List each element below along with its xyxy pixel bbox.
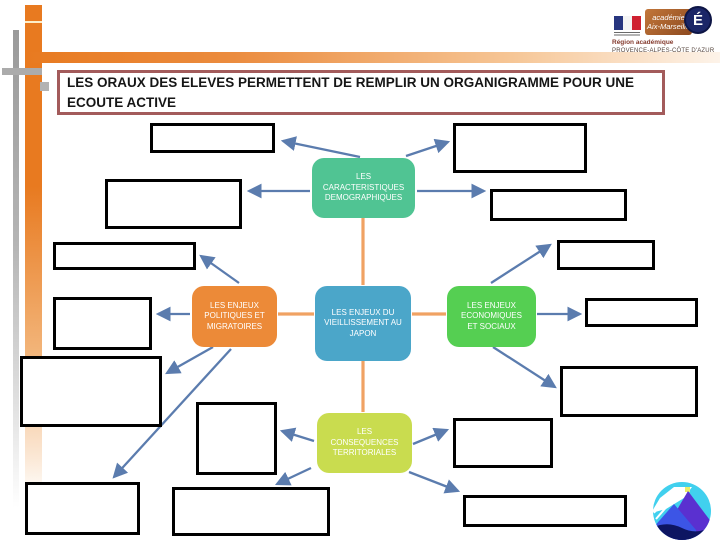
academy-logo: académie Aix-Marseille É Région académiq… — [608, 4, 718, 58]
empty-box-7 — [53, 297, 152, 350]
node-territorial-consequences: LES CONSEQUENCES TERRITORIALES — [317, 413, 412, 473]
region-name: PROVENCE-ALPES-CÔTE D'AZUR — [612, 48, 715, 54]
decorative-gray-horizontal-bar — [2, 68, 42, 75]
empty-box-15 — [463, 495, 627, 527]
empty-box-4 — [490, 189, 627, 221]
empty-box-13 — [25, 482, 140, 535]
empty-box-12 — [453, 418, 553, 468]
slide-title-box: LES ORAUX DES ELEVES PERMETTENT DE REMPL… — [57, 70, 665, 115]
empty-box-6 — [557, 240, 655, 270]
empty-box-10 — [560, 366, 698, 417]
academy-name-line2: Aix-Marseille — [647, 22, 690, 31]
region-label: Région académique — [612, 39, 674, 46]
empty-box-9 — [20, 356, 162, 427]
academy-name-line1: académie — [652, 12, 685, 22]
empty-box-3 — [105, 179, 242, 229]
mount-fuji-logo-icon — [653, 482, 711, 540]
flag-motto-lines — [614, 32, 640, 37]
decorative-bar-gap — [25, 21, 42, 23]
slide-title: LES ORAUX DES ELEVES PERMETTENT DE REMPL… — [67, 75, 635, 110]
academy-e-badge-icon: É — [684, 6, 712, 34]
empty-box-8 — [585, 298, 698, 327]
node-demographics: LES CARACTERISTIQUES DEMOGRAPHIQUES — [312, 158, 415, 218]
empty-box-2 — [453, 123, 587, 173]
empty-box-14 — [172, 487, 330, 536]
empty-box-5 — [53, 242, 196, 270]
node-economy-social: LES ENJEUX ECONOMIQUES ET SOCIAUX — [447, 286, 536, 347]
node-politics-migration: LES ENJEUX POLITIQUES ET MIGRATOIRES — [192, 286, 277, 347]
empty-box-11 — [196, 402, 277, 475]
french-flag-icon — [614, 16, 641, 30]
node-central-topic: LES ENJEUX DU VIEILLISSEMENT AU JAPON — [315, 286, 411, 361]
decorative-gray-vertical-bar — [13, 30, 19, 508]
decorative-gray-square — [40, 82, 49, 91]
empty-box-1 — [150, 123, 275, 153]
decorative-orange-horizontal-bar — [25, 52, 720, 63]
